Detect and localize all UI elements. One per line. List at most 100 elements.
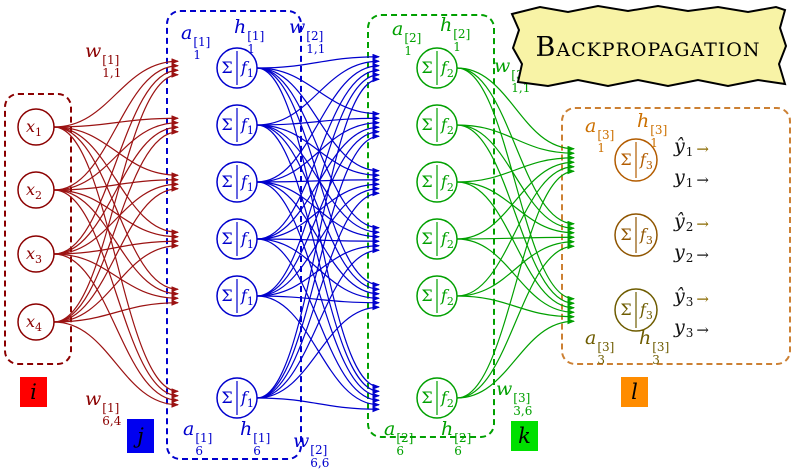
output-pair-3: ŷ3→ y3→ [674,284,709,346]
torn-paper-shape [510,4,788,88]
edge [256,124,380,293]
activation-label-a1-2: a[2]1 [392,18,422,58]
node-label: Σ [620,300,631,319]
edge [456,238,575,297]
activation-label-h1-3: h[3]1 [637,110,668,150]
edge [53,67,179,255]
weight-label-w36-3: w[3]3,6 [496,378,533,418]
node-label: f1 [240,115,254,137]
node-label: f1 [240,229,254,251]
output-true-label: y2 [674,241,694,265]
input-layer-box [4,93,72,365]
activation-label-h3-3: h[3]3 [639,327,670,367]
edge [256,124,380,240]
node-label: Σ [221,172,232,191]
edge [53,238,179,255]
edge [256,190,380,399]
edge [456,238,575,316]
edge [456,124,575,307]
title-text: Backpropagation [535,31,761,63]
edge [256,181,380,240]
edge [53,58,179,128]
activation-label-a6-1: a[1]6 [183,418,213,458]
output-pred-arrow-icon: → [696,215,709,233]
activation-label-h6-2: h[2]6 [441,418,472,458]
edge [53,62,179,191]
edge [256,115,380,126]
edge [53,189,179,240]
edge [256,247,380,399]
node-label: x2 [26,180,42,202]
edge [256,71,380,297]
output-pred-label: ŷ1 [674,135,694,159]
output-true-arrow-icon: → [696,171,709,189]
output-pair-1: ŷ1→ y1→ [674,134,709,196]
output-true-arrow-icon: → [696,321,709,339]
node-label: f2 [440,388,454,410]
edge [456,163,575,297]
node-label: Σ [221,229,232,248]
edge [456,67,575,302]
edge [456,318,575,399]
weight-label-w64-1: w[1]6,4 [85,388,122,428]
output-true-label: y3 [674,316,694,340]
node-label: f3 [639,225,653,247]
output-pred-label: ŷ2 [674,210,694,234]
edge [53,321,179,408]
node-label: f2 [440,115,454,137]
node-label: Σ [221,286,232,305]
edge [256,76,380,399]
edge [53,126,179,395]
output-pred-arrow-icon: → [696,140,709,158]
activation-label-h6-1: h[1]6 [240,418,271,458]
edge [456,181,575,236]
edge [53,189,179,297]
edge [456,295,575,320]
node-label: Σ [221,58,232,77]
edge [53,185,179,323]
edge [256,124,380,236]
edge [53,126,179,179]
edge [53,71,179,323]
edge [456,67,575,227]
activation-label-a1-3: a[3]1 [585,115,615,155]
edge [256,67,380,240]
edge [53,253,179,302]
input-node [17,303,55,341]
node-label: Σ [620,225,631,244]
edge [456,154,575,183]
edge [256,58,380,126]
edge [256,176,380,183]
output-true-label: y1 [674,166,694,190]
edge [53,299,179,323]
edge [256,119,380,183]
node-label: f3 [639,150,653,172]
weight-label-w66-2: w[2]6,6 [293,430,330,470]
output-pred-label: ŷ3 [674,285,694,309]
output-layer-box [561,107,791,365]
edge [256,124,380,395]
node-label: f2 [440,229,454,251]
index-box-k: k [511,421,538,451]
input-node [17,235,55,273]
edge [256,295,380,306]
edge [456,234,575,241]
activation-label-h1-1: h[1]1 [234,16,265,56]
edge [456,168,575,399]
input-node [17,108,55,146]
node-label: Σ [421,229,432,248]
weight-label-w11-1: w[1]1,1 [85,40,122,80]
activation-label-a1-1: a[1]1 [181,22,211,62]
edge [256,67,380,288]
node-label: Σ [421,388,432,407]
edge [53,115,179,128]
node-label: f2 [440,286,454,308]
edge [256,242,380,297]
edge [53,253,179,404]
node-label: Σ [221,115,232,134]
output-true-arrow-icon: → [696,246,709,264]
edge [256,181,380,240]
edge [256,53,380,69]
node-label: f1 [240,172,254,194]
title-box: Backpropagation [506,2,790,92]
